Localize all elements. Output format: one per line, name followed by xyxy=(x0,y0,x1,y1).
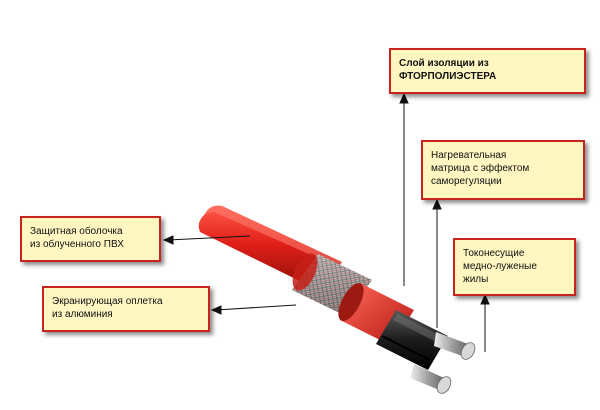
matrix-label-line3: саморегуляции xyxy=(431,176,502,187)
braid-label-line2: из алюминия xyxy=(52,309,113,320)
matrix-label-line1: Нагревательная xyxy=(431,150,507,161)
cores-label-line1: Токонесущие xyxy=(463,248,525,259)
matrix-label: Нагревательная матрица с эффектом саморе… xyxy=(421,140,585,200)
cores-label-line3: жилы xyxy=(463,274,489,285)
insulation-label-line2: ФТОРПОЛИЭСТЕРА xyxy=(399,71,497,82)
cores-label-line2: медно-луженые xyxy=(463,261,537,272)
braid-label: Экранирующая оплетка из алюминия xyxy=(42,286,210,332)
insulation-label: Слой изоляции из ФТОРПОЛИЭСТЕРА xyxy=(389,48,586,94)
leader-lines xyxy=(162,92,490,352)
sheath-label-line2: из облученного ПВХ xyxy=(30,239,124,250)
matrix-label-line2: матрица с эффектом xyxy=(431,163,530,174)
braid-label-line1: Экранирующая оплетка xyxy=(52,296,163,307)
sheath-label-line1: Защитная оболочка xyxy=(30,226,123,237)
cores-label: Токонесущие медно-луженые жилы xyxy=(453,238,576,296)
copper-cores xyxy=(410,332,476,394)
sheath-label: Защитная оболочка из облученного ПВХ xyxy=(20,216,161,262)
insulation-label-line1: Слой изоляции из xyxy=(399,58,489,69)
heating-matrix xyxy=(376,310,448,370)
